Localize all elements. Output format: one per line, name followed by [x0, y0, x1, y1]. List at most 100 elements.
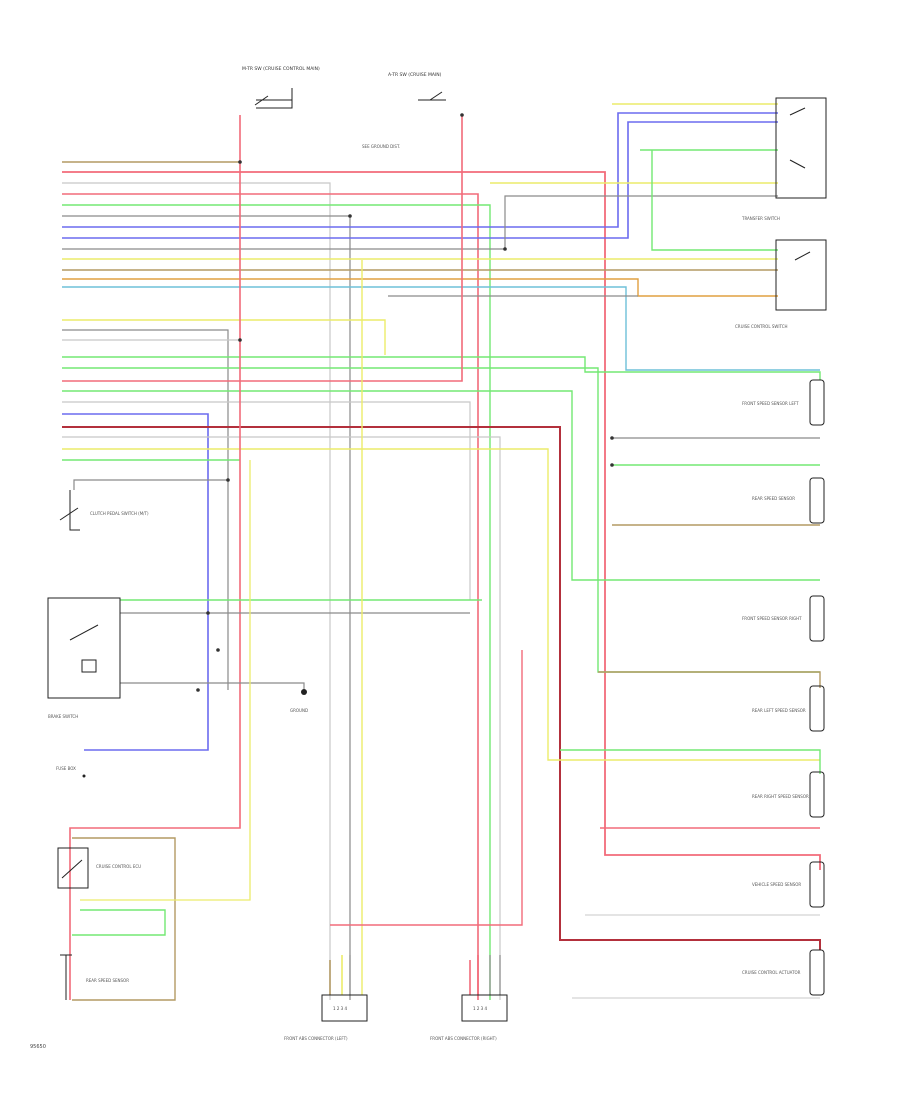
connector-right-label: FRONT ABS CONNECTOR (RIGHT)	[430, 1036, 497, 1041]
switch-blade	[789, 107, 806, 116]
wire-brown-ecu	[72, 837, 176, 1001]
figure-ref: 95650	[30, 1044, 46, 1050]
sensor-rear-right-label: REAR RIGHT SPEED SENSOR	[752, 794, 809, 799]
connector-right-body	[461, 994, 508, 1022]
clutch-switch: CLUTCH PEDAL SWITCH (M/T)	[59, 490, 149, 531]
top-right-switch: A-TR SW (CRUISE MAIN)	[388, 72, 446, 101]
wire-gray-7	[62, 436, 501, 1000]
sensor-rear-left: REAR LEFT SPEED SENSOR	[752, 685, 825, 732]
sensor-vss-label: VEHICLE SPEED SENSOR	[752, 882, 801, 887]
connector-left-body	[321, 994, 368, 1022]
clutch-switch-frame	[69, 490, 80, 531]
sensor-vss: VEHICLE SPEED SENSOR	[752, 861, 825, 908]
wire-lightblue	[62, 286, 820, 371]
ground-dot	[301, 689, 307, 695]
junction-dot	[206, 611, 210, 615]
switch-blade	[254, 95, 269, 106]
sensor-body	[809, 685, 825, 732]
junction-dot	[238, 160, 242, 164]
wire-red-left	[69, 115, 241, 1000]
sensor-body	[809, 595, 825, 642]
ecu-frame	[57, 847, 89, 889]
connector-left-pins: 1 2 3 4	[333, 1006, 347, 1011]
wire-gray-3	[62, 195, 778, 250]
actuator-body	[809, 949, 825, 996]
brake-switch-frame	[47, 597, 121, 699]
sensor-front-left: FRONT SPEED SENSOR LEFT	[742, 379, 825, 426]
switch-frame	[256, 88, 293, 109]
switch-blade	[789, 159, 806, 169]
actuator-label: CRUISE CONTROL ACTUATOR	[742, 970, 801, 975]
brake-switch: BRAKE SWITCH	[47, 597, 121, 719]
fuse-dot	[82, 774, 86, 778]
wire-blue-3	[62, 413, 209, 751]
wire-green-4	[62, 390, 820, 581]
wire-blue-1	[62, 112, 778, 228]
cruise-switch-frame	[775, 239, 827, 311]
clutch-switch-label: CLUTCH PEDAL SWITCH (M/T)	[90, 511, 149, 516]
junction-dot	[196, 688, 200, 692]
splice-note: SEE GROUND DIST.	[362, 144, 400, 149]
wire-orange-1	[62, 278, 778, 297]
sensor-front-right-label: FRONT SPEED SENSOR RIGHT	[742, 616, 802, 621]
brake-switch-diode	[81, 659, 97, 673]
ecu-box: CRUISE CONTROL ECU	[57, 847, 141, 889]
wire-red-main	[62, 171, 821, 870]
lower-left-label: REAR SPEED SENSOR	[86, 978, 129, 983]
sensor-front-left-label: FRONT SPEED SENSOR LEFT	[742, 401, 799, 406]
junction-dot	[610, 463, 614, 467]
connector-right-pins: 1 2 3 4	[473, 1006, 487, 1011]
ecu-label: CRUISE CONTROL ECU	[96, 864, 141, 869]
junction-dot	[610, 436, 614, 440]
wire-gray-4	[62, 329, 229, 690]
sensor-front-right: FRONT SPEED SENSOR RIGHT	[742, 595, 825, 642]
wire-darkred	[62, 426, 821, 950]
transfer-switch-box: TRANSFER SWITCH	[741, 97, 827, 221]
wire-red-2	[62, 193, 479, 1000]
junction-dot	[216, 648, 220, 652]
brake-switch-label: BRAKE SWITCH	[48, 714, 78, 719]
transfer-switch-label: TRANSFER SWITCH	[741, 216, 780, 221]
junction-dot	[460, 113, 464, 117]
wire-gray-1	[62, 182, 331, 1000]
sensor-rear-right: REAR RIGHT SPEED SENSOR	[752, 771, 825, 818]
top-right-switch-label: A-TR SW (CRUISE MAIN)	[388, 72, 442, 78]
cruise-switch-label: CRUISE CONTROL SWITCH	[735, 324, 788, 329]
lower-left-frame	[60, 954, 72, 1000]
switch-blade	[59, 507, 79, 521]
connector-left-label: FRONT ABS CONNECTOR (LEFT)	[284, 1036, 348, 1041]
wire-yellow-ecu	[80, 460, 251, 901]
sensor-rear: REAR SPEED SENSOR	[752, 477, 825, 524]
wire-brown-rl	[598, 671, 821, 688]
wire-green-rl	[560, 749, 821, 774]
wire-gray-6	[62, 401, 471, 600]
top-left-switch-label: M-TR SW (CRUISE CONTROL MAIN)	[242, 66, 320, 72]
wire-green-1	[62, 204, 491, 1000]
wire-gray-left	[73, 479, 228, 490]
ground-point: GROUND	[290, 689, 308, 713]
wire-blue-2	[62, 121, 778, 239]
junction-dot	[348, 214, 352, 218]
actuator: CRUISE CONTROL ACTUATOR	[742, 949, 825, 996]
sensor-body	[809, 771, 825, 818]
cruise-switch-box: CRUISE CONTROL SWITCH	[735, 239, 827, 329]
wire-yellow-2	[62, 319, 386, 355]
sensor-rear-left-label: REAR LEFT SPEED SENSOR	[752, 708, 806, 713]
top-left-switch: M-TR SW (CRUISE CONTROL MAIN)	[242, 66, 320, 109]
switch-blade	[429, 91, 443, 101]
sensor-body	[809, 379, 825, 426]
junction-dot	[226, 478, 230, 482]
wire-red-3	[62, 115, 463, 382]
wire-gray-2	[62, 215, 351, 1000]
fuse-indicator: FUSE BOX	[56, 766, 86, 778]
wire-conn-cross	[330, 650, 523, 926]
ecu-blade	[61, 859, 83, 879]
wire-green-mid	[651, 150, 778, 251]
junction-dot	[238, 338, 242, 342]
wire-green-ecu	[72, 909, 166, 936]
sensor-body	[809, 861, 825, 908]
wire-yellow-3	[62, 448, 820, 761]
connector-right: 1 2 3 4 FRONT ABS CONNECTOR (RIGHT)	[430, 994, 508, 1041]
transfer-switch-frame	[775, 97, 827, 199]
sensor-rear-label: REAR SPEED SENSOR	[752, 496, 795, 501]
